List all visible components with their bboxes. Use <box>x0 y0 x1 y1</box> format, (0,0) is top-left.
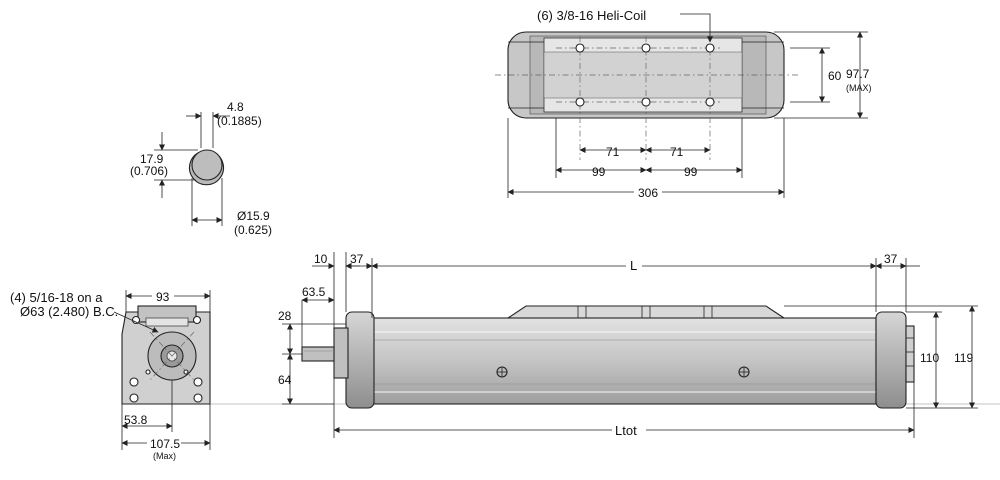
dim-37-left: 37 <box>350 252 364 266</box>
side-view-carriage <box>506 305 786 319</box>
dim-71-left: 71 <box>606 145 620 159</box>
side-view-left-endcap <box>345 311 375 409</box>
dim-37-right: 37 <box>884 252 898 266</box>
bolt-pattern-line1: (4) 5/16-18 on a <box>10 290 103 305</box>
dim-64: 64 <box>278 373 292 387</box>
side-view-right-endcap <box>875 311 907 409</box>
dim-99-left: 99 <box>592 165 606 179</box>
dim-99-right: 99 <box>684 165 698 179</box>
dim-0-625: (0.625) <box>234 223 272 237</box>
dim-119: 119 <box>954 351 973 365</box>
dim-0-1885: (0.1885) <box>217 114 262 128</box>
heli-coil-label: (6) 3/8-16 Heli-Coil <box>537 8 646 23</box>
end-view: (4) 5/16-18 on a Ø63 (2.480) B.C. 93 53.… <box>10 289 211 461</box>
dim-4-8: 4.8 <box>227 100 244 114</box>
side-view: 10 37 L 37 63.5 28 64 110 119 Ltot <box>210 252 1000 438</box>
dim-60: 60 <box>828 69 842 83</box>
dim-97-7: 97.7 <box>846 67 870 81</box>
dim-53-8: 53.8 <box>124 413 148 427</box>
shaft-detail: 4.8 (0.1885) 17.9 (0.706) Ø15.9 (0.625) <box>130 100 272 237</box>
dim-dia-15-9: Ø15.9 <box>237 209 270 223</box>
dim-110: 110 <box>920 351 939 365</box>
dim-0-706: (0.706) <box>130 164 168 178</box>
dim-17-9: 17.9 <box>140 152 164 166</box>
top-view: (6) 3/8-16 Heli-Coil 60 97.7 (MAX) 71 71… <box>495 8 872 200</box>
side-view-shaft <box>301 346 335 362</box>
side-view-profile <box>371 317 877 405</box>
dim-Ltot: Ltot <box>615 423 637 438</box>
dim-93: 93 <box>156 290 170 304</box>
bolt-pattern-line2: Ø63 (2.480) B.C. <box>20 304 118 319</box>
dim-107-5-max: (Max) <box>153 451 176 461</box>
side-view-mount-marks <box>496 366 750 378</box>
dim-97-7-max: (MAX) <box>846 83 872 93</box>
dim-28: 28 <box>278 309 292 323</box>
dim-71-right: 71 <box>670 145 684 159</box>
dim-306: 306 <box>638 186 658 200</box>
dim-L: L <box>630 258 637 273</box>
dim-10: 10 <box>314 252 328 266</box>
heli-coil-holes <box>575 43 715 107</box>
dim-107-5: 107.5 <box>150 437 180 451</box>
dim-63-5: 63.5 <box>302 285 326 299</box>
